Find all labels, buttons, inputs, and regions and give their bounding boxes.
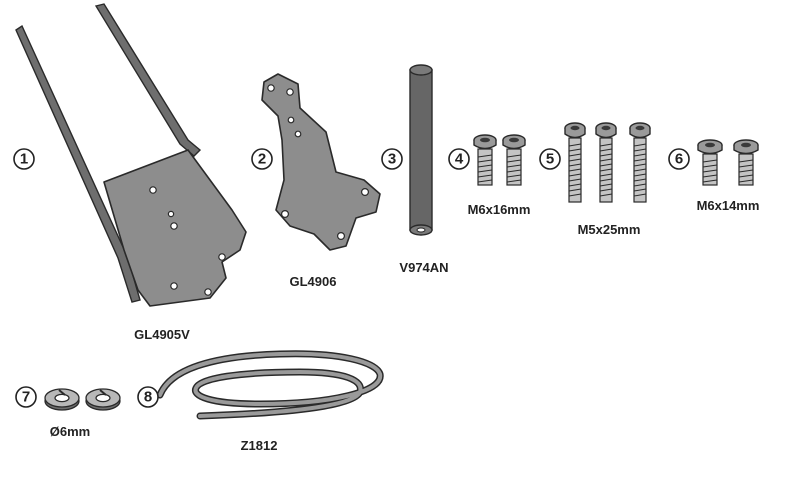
part-code-label: M6x14mm bbox=[697, 198, 760, 213]
callout-3: 3 bbox=[381, 148, 403, 170]
callout-number: 6 bbox=[675, 151, 683, 168]
callout-2: 2 bbox=[251, 148, 273, 170]
bolt-icon bbox=[473, 134, 497, 186]
rubber-strip bbox=[156, 350, 384, 420]
part-code-label: M6x16mm bbox=[468, 202, 531, 217]
part-code-label: GL4905V bbox=[134, 327, 190, 342]
washer-icon bbox=[85, 388, 121, 411]
callout-number: 4 bbox=[455, 151, 464, 168]
part-code-label: Ø6mm bbox=[50, 424, 90, 439]
part-code-label: Z1812 bbox=[241, 438, 278, 453]
callout-number: 2 bbox=[258, 151, 266, 168]
bolt-icon bbox=[502, 134, 526, 186]
part-code-label: GL4906 bbox=[290, 274, 337, 289]
part-gl4906 bbox=[261, 73, 381, 251]
part-code-label: V974AN bbox=[399, 260, 448, 275]
part-v974an bbox=[409, 64, 433, 236]
part-m6x14-bolts bbox=[697, 139, 759, 186]
callout-number: 3 bbox=[388, 151, 396, 168]
bracket-arm bbox=[15, 24, 141, 303]
bolt-icon bbox=[629, 122, 651, 203]
part-gl4905v bbox=[15, 3, 247, 307]
callout-7: 7 bbox=[15, 386, 37, 408]
callout-1: 1 bbox=[13, 148, 35, 170]
washer-icon bbox=[44, 388, 80, 411]
bracket-arm-upper bbox=[94, 3, 202, 157]
part-z1812 bbox=[156, 350, 384, 420]
callout-6: 6 bbox=[668, 148, 690, 170]
part-washers bbox=[44, 388, 121, 411]
callout-number: 8 bbox=[144, 389, 152, 406]
bracket-gl4906 bbox=[261, 73, 381, 251]
bolt-icon bbox=[595, 122, 617, 203]
bolt-icon bbox=[564, 122, 586, 203]
callout-number: 7 bbox=[22, 389, 30, 406]
part-m6x16-bolts bbox=[473, 134, 526, 186]
callout-4: 4 bbox=[448, 148, 470, 170]
callout-number: 5 bbox=[546, 151, 554, 168]
part-code-label: M5x25mm bbox=[578, 222, 641, 237]
callout-8: 8 bbox=[137, 386, 159, 408]
bolt-icon bbox=[697, 139, 723, 186]
callout-number: 1 bbox=[20, 151, 28, 168]
callout-5: 5 bbox=[539, 148, 561, 170]
part-m5x25-bolts bbox=[564, 122, 651, 203]
bolt-icon bbox=[733, 139, 759, 186]
